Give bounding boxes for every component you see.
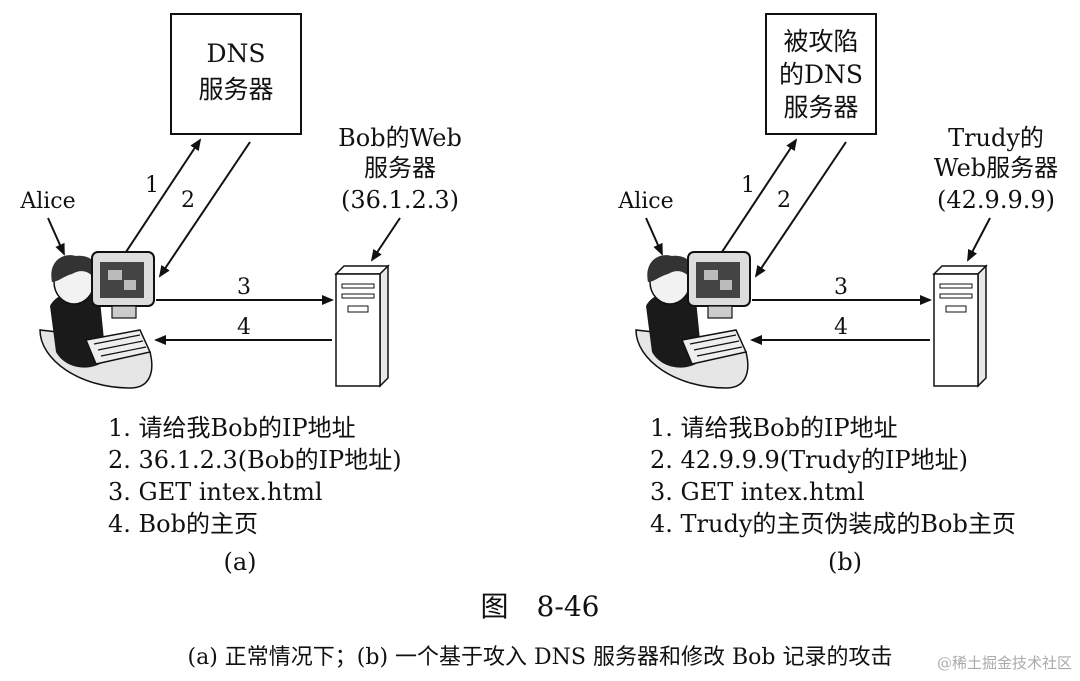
- arrow-4-label: 4: [237, 315, 251, 340]
- step-4: 4. Bob的主页: [108, 510, 258, 538]
- subfigure-label-b: (b): [828, 548, 862, 576]
- arrow-3-label: 3: [834, 275, 848, 300]
- server-label-line-2: Web服务器: [934, 154, 1058, 182]
- alice-label: Alice: [19, 189, 75, 214]
- alice-computer-illustration: [635, 251, 751, 389]
- server-label-line-3: (42.9.9.9): [937, 186, 1055, 214]
- dns-server-box: [170, 13, 302, 135]
- arrow-2-label: 2: [777, 188, 791, 213]
- figure-caption: (a) 正常情况下；(b) 一个基于攻入 DNS 服务器和修改 Bob 记录的攻…: [188, 645, 893, 670]
- dns-box-line-2: 的DNS: [779, 60, 863, 89]
- step-3: 3. GET intex.html: [650, 478, 865, 506]
- panel-b: 被攻陷 的DNS 服务器 1 2 Alice 3 4 Trudy的 Web服务器…: [617, 13, 1058, 576]
- trudy-web-server-icon: [932, 264, 988, 388]
- step-1: 1. 请给我Bob的IP地址: [650, 414, 898, 442]
- step-2: 2. 36.1.2.3(Bob的IP地址): [108, 446, 402, 474]
- arrow-2: [754, 141, 847, 278]
- dns-box-line-2: 服务器: [198, 75, 273, 104]
- alice-pointer: [645, 217, 663, 256]
- dns-box-line-1: DNS: [206, 39, 265, 68]
- server-label-line-3: (36.1.2.3): [341, 186, 459, 214]
- panel-a: DNS 服务器 1 2 Alice 3 4 Bob: [19, 13, 462, 576]
- server-label-line-1: Trudy的: [948, 124, 1044, 152]
- step-3: 3. GET intex.html: [108, 478, 323, 506]
- subfigure-label-a: (a): [223, 548, 256, 576]
- arrow-1-label: 1: [145, 173, 159, 198]
- arrow-1: [121, 138, 202, 259]
- arrow-4-label: 4: [834, 315, 848, 340]
- alice-label: Alice: [617, 189, 673, 214]
- server-pointer: [370, 217, 401, 262]
- compromised-dns-box: [765, 13, 877, 135]
- arrow-2-label: 2: [181, 188, 195, 213]
- bob-web-server-icon: [334, 264, 390, 388]
- arrow-1: [717, 138, 798, 259]
- server-pointer: [967, 217, 991, 262]
- step-1: 1. 请给我Bob的IP地址: [108, 414, 356, 442]
- server-label-line-1: Bob的Web: [338, 124, 462, 152]
- arrow-2: [158, 141, 251, 278]
- dns-box-line-1: 被攻陷: [783, 27, 858, 56]
- step-2: 2. 42.9.9.9(Trudy的IP地址): [650, 446, 968, 474]
- alice-pointer: [47, 217, 65, 256]
- watermark: @稀土掘金技术社区: [937, 654, 1072, 672]
- alice-computer-illustration: [39, 251, 155, 389]
- arrow-1-label: 1: [741, 173, 755, 198]
- step-4: 4. Trudy的主页伪装成的Bob主页: [650, 510, 1016, 538]
- figure-number: 图 8-46: [481, 590, 600, 623]
- dns-box-line-3: 服务器: [783, 93, 858, 122]
- arrow-3-label: 3: [237, 275, 251, 300]
- server-label-line-2: 服务器: [364, 154, 436, 182]
